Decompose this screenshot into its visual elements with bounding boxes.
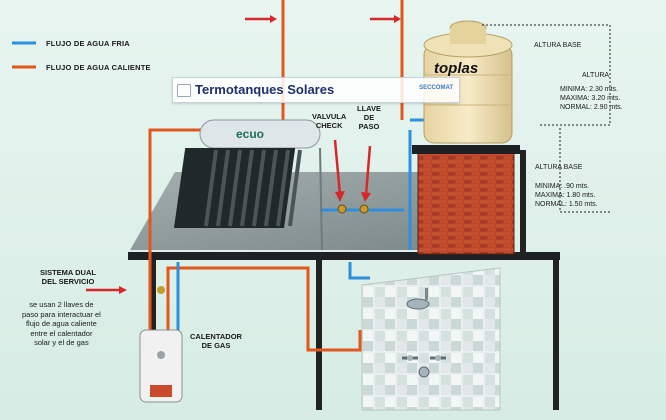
brick-base	[417, 151, 515, 255]
top-arrows	[245, 15, 401, 23]
top-altura: ALTURA	[582, 72, 610, 79]
title-banner: Termotanques Solares SECCOMAT	[172, 77, 460, 103]
calendar-icon	[177, 84, 191, 97]
hot-pipe	[148, 128, 210, 330]
top-measure-values: MINIMA: 2.30 mts. MAXIMA: 3.20 mts. NORM…	[560, 86, 623, 111]
water-tank	[423, 20, 513, 144]
legend-hot: FLUJO DE AGUA CALIENTE	[46, 63, 151, 72]
banner-title: Termotanques Solares	[195, 82, 335, 97]
solar-heater	[173, 119, 323, 251]
sistema-description: se usan 2 llaves de paso para interactua…	[22, 300, 101, 347]
tank-brand: toplas	[434, 60, 479, 77]
base-altura: ALTURA BASE	[535, 164, 583, 171]
solar-brand: ecuo	[236, 127, 265, 141]
banner-brand: SECCOMAT	[419, 85, 453, 91]
stop-valve-icon	[359, 204, 369, 214]
shower-wall	[361, 267, 501, 411]
gas-heater	[139, 329, 183, 403]
top-altura-base: ALTURA BASE	[534, 42, 582, 49]
check-valve-icon	[337, 204, 347, 214]
shower-valves-icon	[402, 355, 446, 378]
roof-beam	[128, 252, 560, 260]
shower-head-icon	[406, 288, 430, 310]
legend-cold: FLUJO DE AGUA FRIA	[46, 39, 130, 48]
base-measure-values: MINIMA: .90 mts. MAXIMA: 1.80 mts. NORMA…	[535, 183, 598, 208]
measure-lines	[482, 24, 612, 213]
